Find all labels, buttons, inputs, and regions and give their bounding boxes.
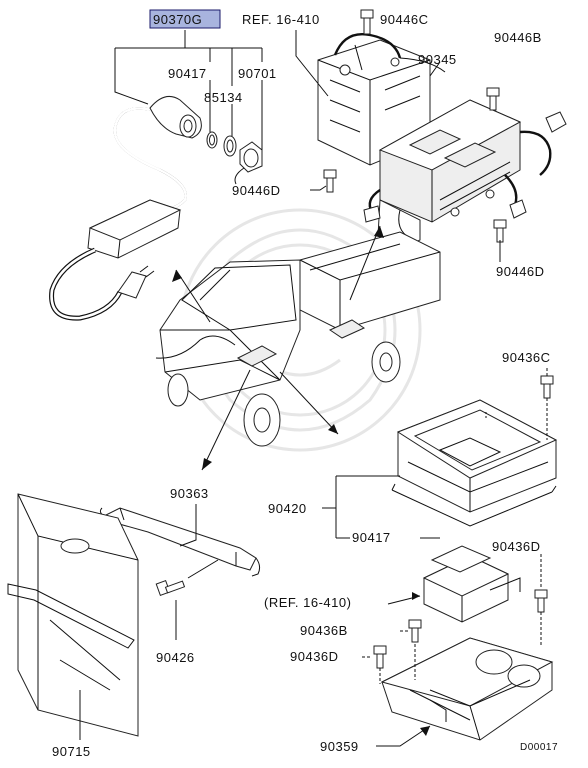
bolt-90446B[interactable] (486, 87, 500, 111)
part-number-highlight (149, 9, 221, 29)
module-ref-16-410[interactable] (422, 545, 521, 623)
label-90426[interactable]: 90426 (156, 650, 195, 665)
label-90370G[interactable]: 90370G (153, 12, 202, 27)
bolt-90446D-left[interactable] (323, 169, 337, 193)
upper-cover-90420[interactable] (396, 399, 558, 513)
bolt-90436D-right[interactable] (534, 589, 548, 613)
label-90345[interactable]: 90345 (418, 52, 457, 67)
label-90359[interactable]: 90359 (320, 739, 359, 754)
label-90446B[interactable]: 90446B (494, 30, 542, 45)
diagram-code: D00017 (520, 742, 558, 753)
cable-leaders (114, 30, 263, 150)
label-90417-bottom[interactable]: 90417 (352, 530, 391, 545)
label-90436D-left[interactable]: 90436D (290, 649, 339, 664)
bolt-90436C[interactable] (540, 375, 554, 399)
bolt-90426[interactable] (155, 580, 186, 596)
label-90446D-left[interactable]: 90446D (232, 183, 281, 198)
label-ref-16-410-top[interactable]: REF. 16-410 (242, 12, 320, 27)
label-90436D-right[interactable]: 90436D (492, 539, 541, 554)
tray-leaders (362, 554, 542, 747)
label-90715[interactable]: 90715 (52, 744, 91, 759)
charger-leaders (295, 30, 501, 262)
label-ref-16-410-bottom[interactable]: (REF. 16-410) (264, 595, 351, 610)
label-90446C[interactable]: 90446C (380, 12, 429, 27)
bolt-90436B[interactable] (408, 619, 422, 643)
label-90363[interactable]: 90363 (170, 486, 209, 501)
cover-leaders (322, 368, 548, 539)
cover-sheet-90715[interactable] (7, 493, 139, 737)
callout-arrows (172, 225, 384, 471)
label-90420[interactable]: 90420 (268, 501, 307, 516)
label-90417-top[interactable]: 90417 (168, 66, 207, 81)
charge-cable-assembly[interactable] (49, 95, 263, 321)
lower-tray-90359[interactable] (380, 637, 554, 741)
label-85134[interactable]: 85134 (204, 90, 243, 105)
label-90701[interactable]: 90701 (238, 66, 277, 81)
bolt-90446C[interactable] (360, 9, 374, 35)
label-90446D-right[interactable]: 90446D (496, 264, 545, 279)
bolt-90436D-left[interactable] (373, 645, 387, 669)
label-90436B[interactable]: 90436B (300, 623, 348, 638)
label-90436C[interactable]: 90436C (502, 350, 551, 365)
bracket-leaders (175, 504, 219, 640)
gasket-90417[interactable] (391, 483, 557, 527)
bolt-90446D-right[interactable] (493, 219, 507, 243)
bracket-90363[interactable] (99, 507, 261, 577)
mini-truck (155, 231, 441, 447)
